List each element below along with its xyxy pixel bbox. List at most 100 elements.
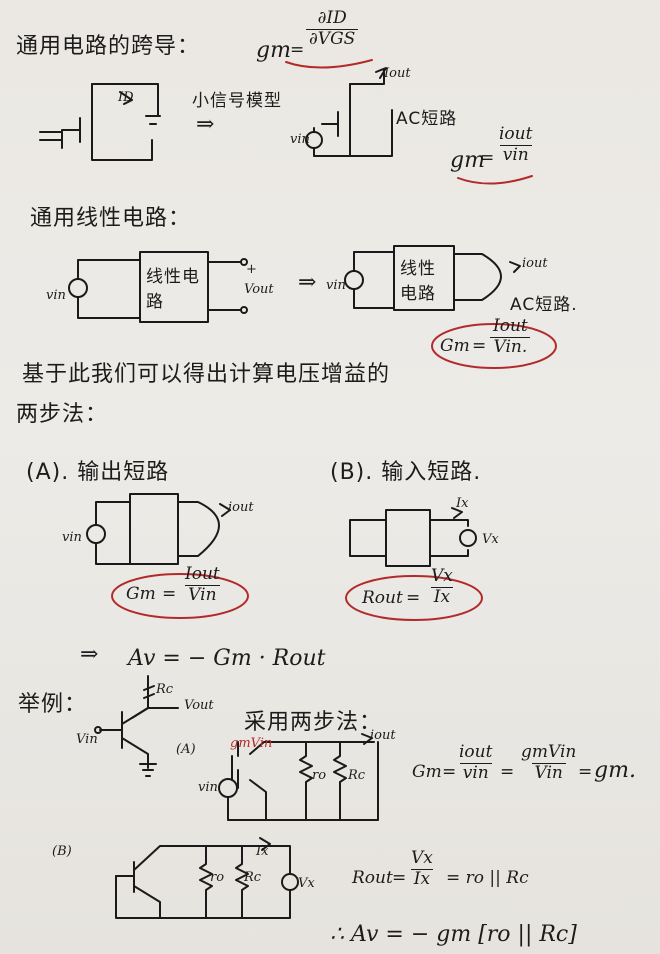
step-a-vin: vin (62, 530, 82, 545)
linear-box-label: 线性电路 (146, 267, 200, 312)
example-method: 采用两步法： (244, 710, 383, 735)
title-equals: = (290, 40, 305, 60)
example-gmvin: gmVin (230, 736, 273, 751)
title-gm: gm (256, 38, 291, 63)
gm-oval-2 (111, 573, 249, 619)
example-rc2: Rc (348, 768, 366, 783)
step-b-rout: Rout (362, 588, 403, 608)
linear-vin-2: vin (326, 278, 346, 293)
step-a-Gm: Gm (126, 584, 156, 604)
example-Gm: Gm (412, 762, 442, 782)
example-eq-3: = (578, 762, 593, 782)
example-fraction-3: Vx Ix (408, 848, 436, 889)
example-vout: Vout (184, 698, 214, 713)
linear-fraction: Iout Vin. (490, 316, 531, 357)
ac-short-2: AC短路. (510, 295, 578, 315)
example-fraction-1: iout vin (456, 742, 495, 783)
step-b-fraction: Vx Ix (428, 566, 456, 607)
step-b-ix: Ix (456, 496, 469, 511)
example-rout: Rout (352, 868, 393, 888)
step-a-heading: (A). 输出短路 (26, 460, 170, 485)
example-iout: iout (370, 728, 396, 743)
step-b-denominator: Ix (430, 586, 454, 607)
linear-heading: 通用线性电路： (30, 206, 192, 231)
av-formula: Av = − Gm · Rout (128, 646, 326, 671)
example-num-3: Vx (411, 848, 433, 868)
rout-oval (345, 575, 483, 621)
arrow-2: ⇒ (298, 270, 317, 295)
step-b-heading: (B). 输入短路. (330, 460, 482, 485)
step-a-eq: = (162, 584, 177, 604)
step-b-circuit (349, 507, 477, 567)
example-final: ∴ Av = − gm [ro || Rc] (330, 922, 577, 947)
linear-vout: Vout (244, 282, 274, 297)
linear-circuit-left (68, 251, 248, 323)
linear-vin: vin (46, 288, 66, 303)
linear-denominator: Vin. (490, 336, 531, 357)
small-signal-label: 小信号模型 (192, 91, 282, 111)
example-eq-4: = (392, 868, 407, 888)
gm-underline-1 (457, 175, 533, 185)
title-heading: 通用电路的跨导： (16, 34, 201, 59)
mosfet-eq: = (480, 148, 495, 168)
id-label: ID (118, 90, 134, 105)
linear-numerator: Iout (493, 316, 528, 336)
step-a-fraction: Iout Vin (182, 564, 223, 605)
example-ix: Ix (256, 844, 269, 859)
mosfet-vin: vin (290, 132, 310, 147)
title-formula-underline (285, 59, 373, 69)
example-fraction-2: gmVin Vin (518, 742, 579, 783)
linear-plus: + (246, 262, 257, 277)
text-line-1: 基于此我们可以得出计算电压增益的 (22, 362, 391, 387)
example-b-circuit (115, 837, 299, 919)
gm-oval-1 (431, 323, 557, 369)
example-rc: Rc (156, 682, 174, 697)
example-num-1: iout (459, 742, 493, 762)
arrow-1: ⇒ (196, 112, 215, 137)
step-b-numerator: Vx (431, 566, 453, 586)
title-denominator: ∂VGS (306, 28, 359, 49)
example-rc-b: Rc (244, 870, 262, 885)
step-a-circuit (86, 493, 231, 565)
ac-short-1: AC短路 (396, 109, 458, 129)
example-num-2: gmVin (521, 742, 577, 762)
title-fraction: ∂ID ∂VGS (306, 8, 359, 49)
mosfet-circuit (39, 83, 161, 161)
example-a-circuit (218, 733, 379, 821)
example-vin: Vin (76, 732, 98, 747)
example-b-label: (B) (52, 844, 72, 859)
example-gm-end: gm. (594, 758, 636, 783)
title-numerator: ∂ID (317, 8, 347, 28)
example-a-label: (A) (176, 742, 196, 757)
step-b-eq: = (406, 588, 421, 608)
text-line-2: 两步法： (16, 402, 109, 427)
example-vx: Vx (298, 876, 315, 891)
mosfet-fraction: iout vin (496, 124, 535, 165)
mosfet-numerator: iout (499, 124, 533, 144)
example-heading: 举例： (18, 692, 88, 717)
linear-iout: iout (522, 256, 548, 271)
example-den-2: Vin (531, 762, 566, 783)
example-ro: ro (312, 768, 327, 783)
example-bjt-circuit (94, 675, 179, 777)
linear-circuit-right (344, 245, 521, 311)
linear-eq: = (472, 336, 487, 356)
step-a-denominator: Vin (185, 584, 220, 605)
example-eq-1: = (442, 762, 457, 782)
step-a-numerator: Iout (185, 564, 220, 584)
small-signal-circuit (305, 67, 393, 157)
mosfet-iout: Iout (384, 66, 411, 81)
example-ro-b: ro (210, 870, 225, 885)
step-a-iout: iout (228, 500, 254, 515)
step-b-vx: Vx (482, 532, 499, 547)
example-den-1: vin (459, 762, 492, 783)
mosfet-gm: gm (450, 148, 485, 173)
mosfet-denominator: vin (499, 144, 532, 165)
linear-Gm: Gm (440, 336, 470, 356)
example-rout-rhs: = ro || Rc (446, 868, 529, 888)
example-vin2: vin (198, 780, 218, 795)
example-den-3: Ix (410, 868, 434, 889)
example-eq-2: = (500, 762, 515, 782)
